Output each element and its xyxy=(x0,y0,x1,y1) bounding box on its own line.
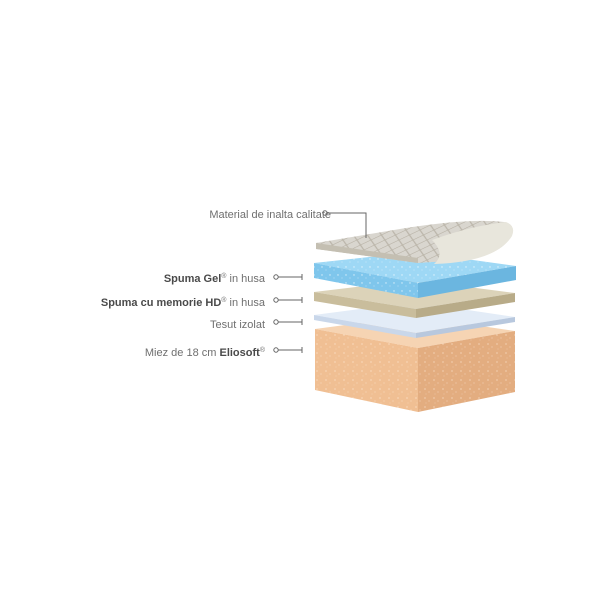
leader-line-core xyxy=(273,347,303,353)
label-core-foam: Miez de 18 cm Eliosoft® xyxy=(144,347,265,359)
quilted-cover-layer xyxy=(316,220,514,264)
leader-line-gel xyxy=(273,274,303,280)
leader-line-memory xyxy=(273,297,303,303)
leader-lines xyxy=(273,210,367,353)
label-cover-material: Material de inalta calitate xyxy=(209,209,331,221)
core-foam-layer xyxy=(315,316,515,412)
label-gel-foam: Spuma Gel® in husa xyxy=(163,273,265,285)
label-insulating-fabric: Tesut izolat xyxy=(209,319,265,331)
leader-line-cover xyxy=(322,210,367,238)
label-memory-foam: Spuma cu memorie HD® in husa xyxy=(100,297,265,309)
leader-line-fabric xyxy=(273,319,303,325)
